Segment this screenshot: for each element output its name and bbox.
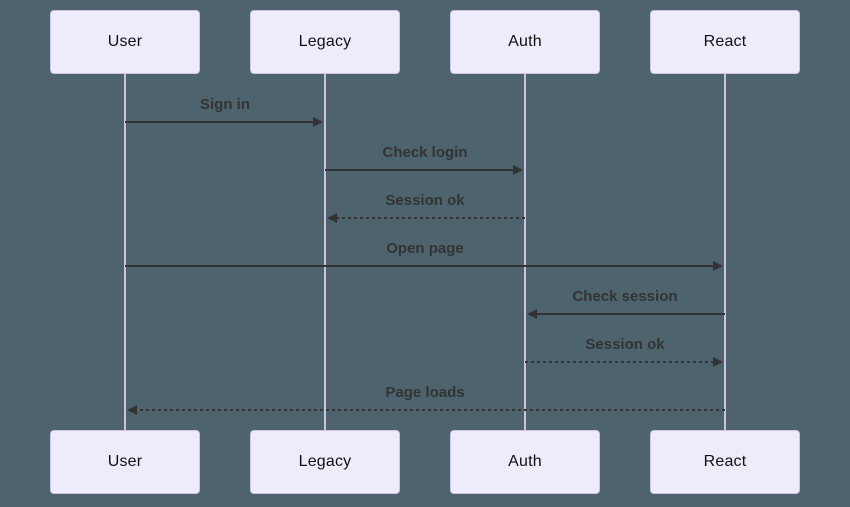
actor-label: Auth bbox=[508, 33, 542, 50]
arrowhead-icon bbox=[327, 213, 337, 223]
message-label: Session ok bbox=[385, 192, 465, 209]
actor-label: Legacy bbox=[298, 453, 352, 470]
actor-box-user-top: User bbox=[50, 10, 200, 74]
actor-label: React bbox=[703, 33, 747, 50]
actor-box-auth-top: Auth bbox=[450, 10, 600, 74]
message-label: Check session bbox=[572, 288, 678, 305]
message-label: Open page bbox=[386, 240, 464, 257]
actor-label: User bbox=[107, 33, 143, 50]
actor-label: User bbox=[107, 453, 143, 470]
arrowhead-icon bbox=[313, 117, 323, 127]
arrowhead-icon bbox=[527, 309, 537, 319]
message-label: Page loads bbox=[385, 384, 465, 401]
arrowhead-icon bbox=[513, 165, 523, 175]
actor-box-user-bottom: User bbox=[50, 430, 200, 494]
arrowhead-icon bbox=[713, 357, 723, 367]
message-label: Session ok bbox=[585, 336, 665, 353]
actor-box-legacy-bottom: Legacy bbox=[250, 430, 400, 494]
actor-label: Legacy bbox=[298, 33, 352, 50]
actor-label: React bbox=[703, 453, 747, 470]
actor-label: Auth bbox=[508, 453, 542, 470]
arrowhead-icon bbox=[713, 261, 723, 271]
message-label: Sign in bbox=[200, 96, 250, 113]
actor-box-react-top: React bbox=[650, 10, 800, 74]
arrowhead-icon bbox=[127, 405, 137, 415]
message-label: Check login bbox=[382, 144, 468, 161]
actor-box-react-bottom: React bbox=[650, 430, 800, 494]
actor-box-legacy-top: Legacy bbox=[250, 10, 400, 74]
actor-box-auth-bottom: Auth bbox=[450, 430, 600, 494]
